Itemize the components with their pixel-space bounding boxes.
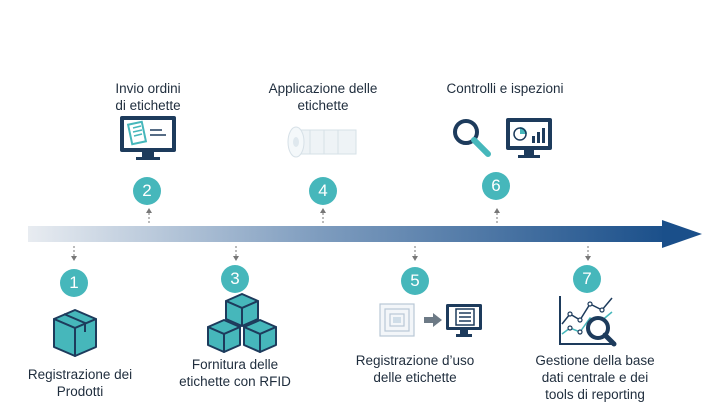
step-label-3: Fornitura delle etichette con RFID <box>160 356 310 390</box>
step-label-3-line-1: Fornitura delle <box>191 357 279 372</box>
step-badge-2: 2 <box>133 177 161 205</box>
step-label-2-line-2: di etichette <box>115 98 181 113</box>
step-label-2: Invio ordini di etichette <box>88 80 208 114</box>
step-label-1-line-2: Prodotti <box>56 384 104 399</box>
step-badge-5: 5 <box>401 267 429 295</box>
step-label-7-line-1: Gestione della base <box>535 353 655 368</box>
step-label-1-line-1: Registrazione dei <box>27 367 133 382</box>
step-label-4-line-1: Applicazione delle <box>268 81 378 96</box>
step-label-5: Registrazione d’uso delle etichette <box>335 352 495 386</box>
step-badge-4: 4 <box>309 177 337 205</box>
step-label-2-line-1: Invio ordini <box>115 81 181 96</box>
connector-up-4 <box>320 208 326 224</box>
magnifier-and-chart-icon <box>453 118 552 158</box>
connector-up-6 <box>494 208 500 224</box>
step-label-3-line-2: etichette con RFID <box>179 374 291 389</box>
step-label-7-line-2: dati centrale e dei <box>541 370 649 385</box>
connector-down-1 <box>71 246 77 261</box>
analytics-chart-icon <box>559 296 617 347</box>
step-label-7: Gestione della base dati centrale e dei … <box>515 352 675 403</box>
step-label-6: Controlli e ispezioni <box>425 80 585 97</box>
step-badge-7: 7 <box>573 265 601 293</box>
step-label-4-line-2: etichette <box>297 98 349 113</box>
step-label-4: Applicazione delle etichette <box>248 80 398 114</box>
connector-up-2 <box>146 208 152 224</box>
monitor-order-icon <box>120 116 176 160</box>
step-label-5-line-2: delle etichette <box>373 370 457 385</box>
connector-down-5 <box>412 246 418 261</box>
connector-down-7 <box>585 246 591 261</box>
step-badge-1: 1 <box>60 269 88 297</box>
step-label-7-line-3: tools di reporting <box>545 387 645 402</box>
box-icon <box>53 309 97 357</box>
label-roll-icon <box>287 126 357 158</box>
step-label-6-line-1: Controlli e ispezioni <box>446 81 564 96</box>
step-badge-6: 6 <box>482 172 510 200</box>
connector-down-3 <box>233 246 239 261</box>
boxes-stack-icon <box>207 293 277 353</box>
step-label-1: Registrazione dei Prodotti <box>5 366 155 400</box>
step-badge-3: 3 <box>221 265 249 293</box>
step-label-5-line-1: Registrazione d’uso <box>355 353 475 368</box>
rfid-to-monitor-icon <box>379 303 482 337</box>
